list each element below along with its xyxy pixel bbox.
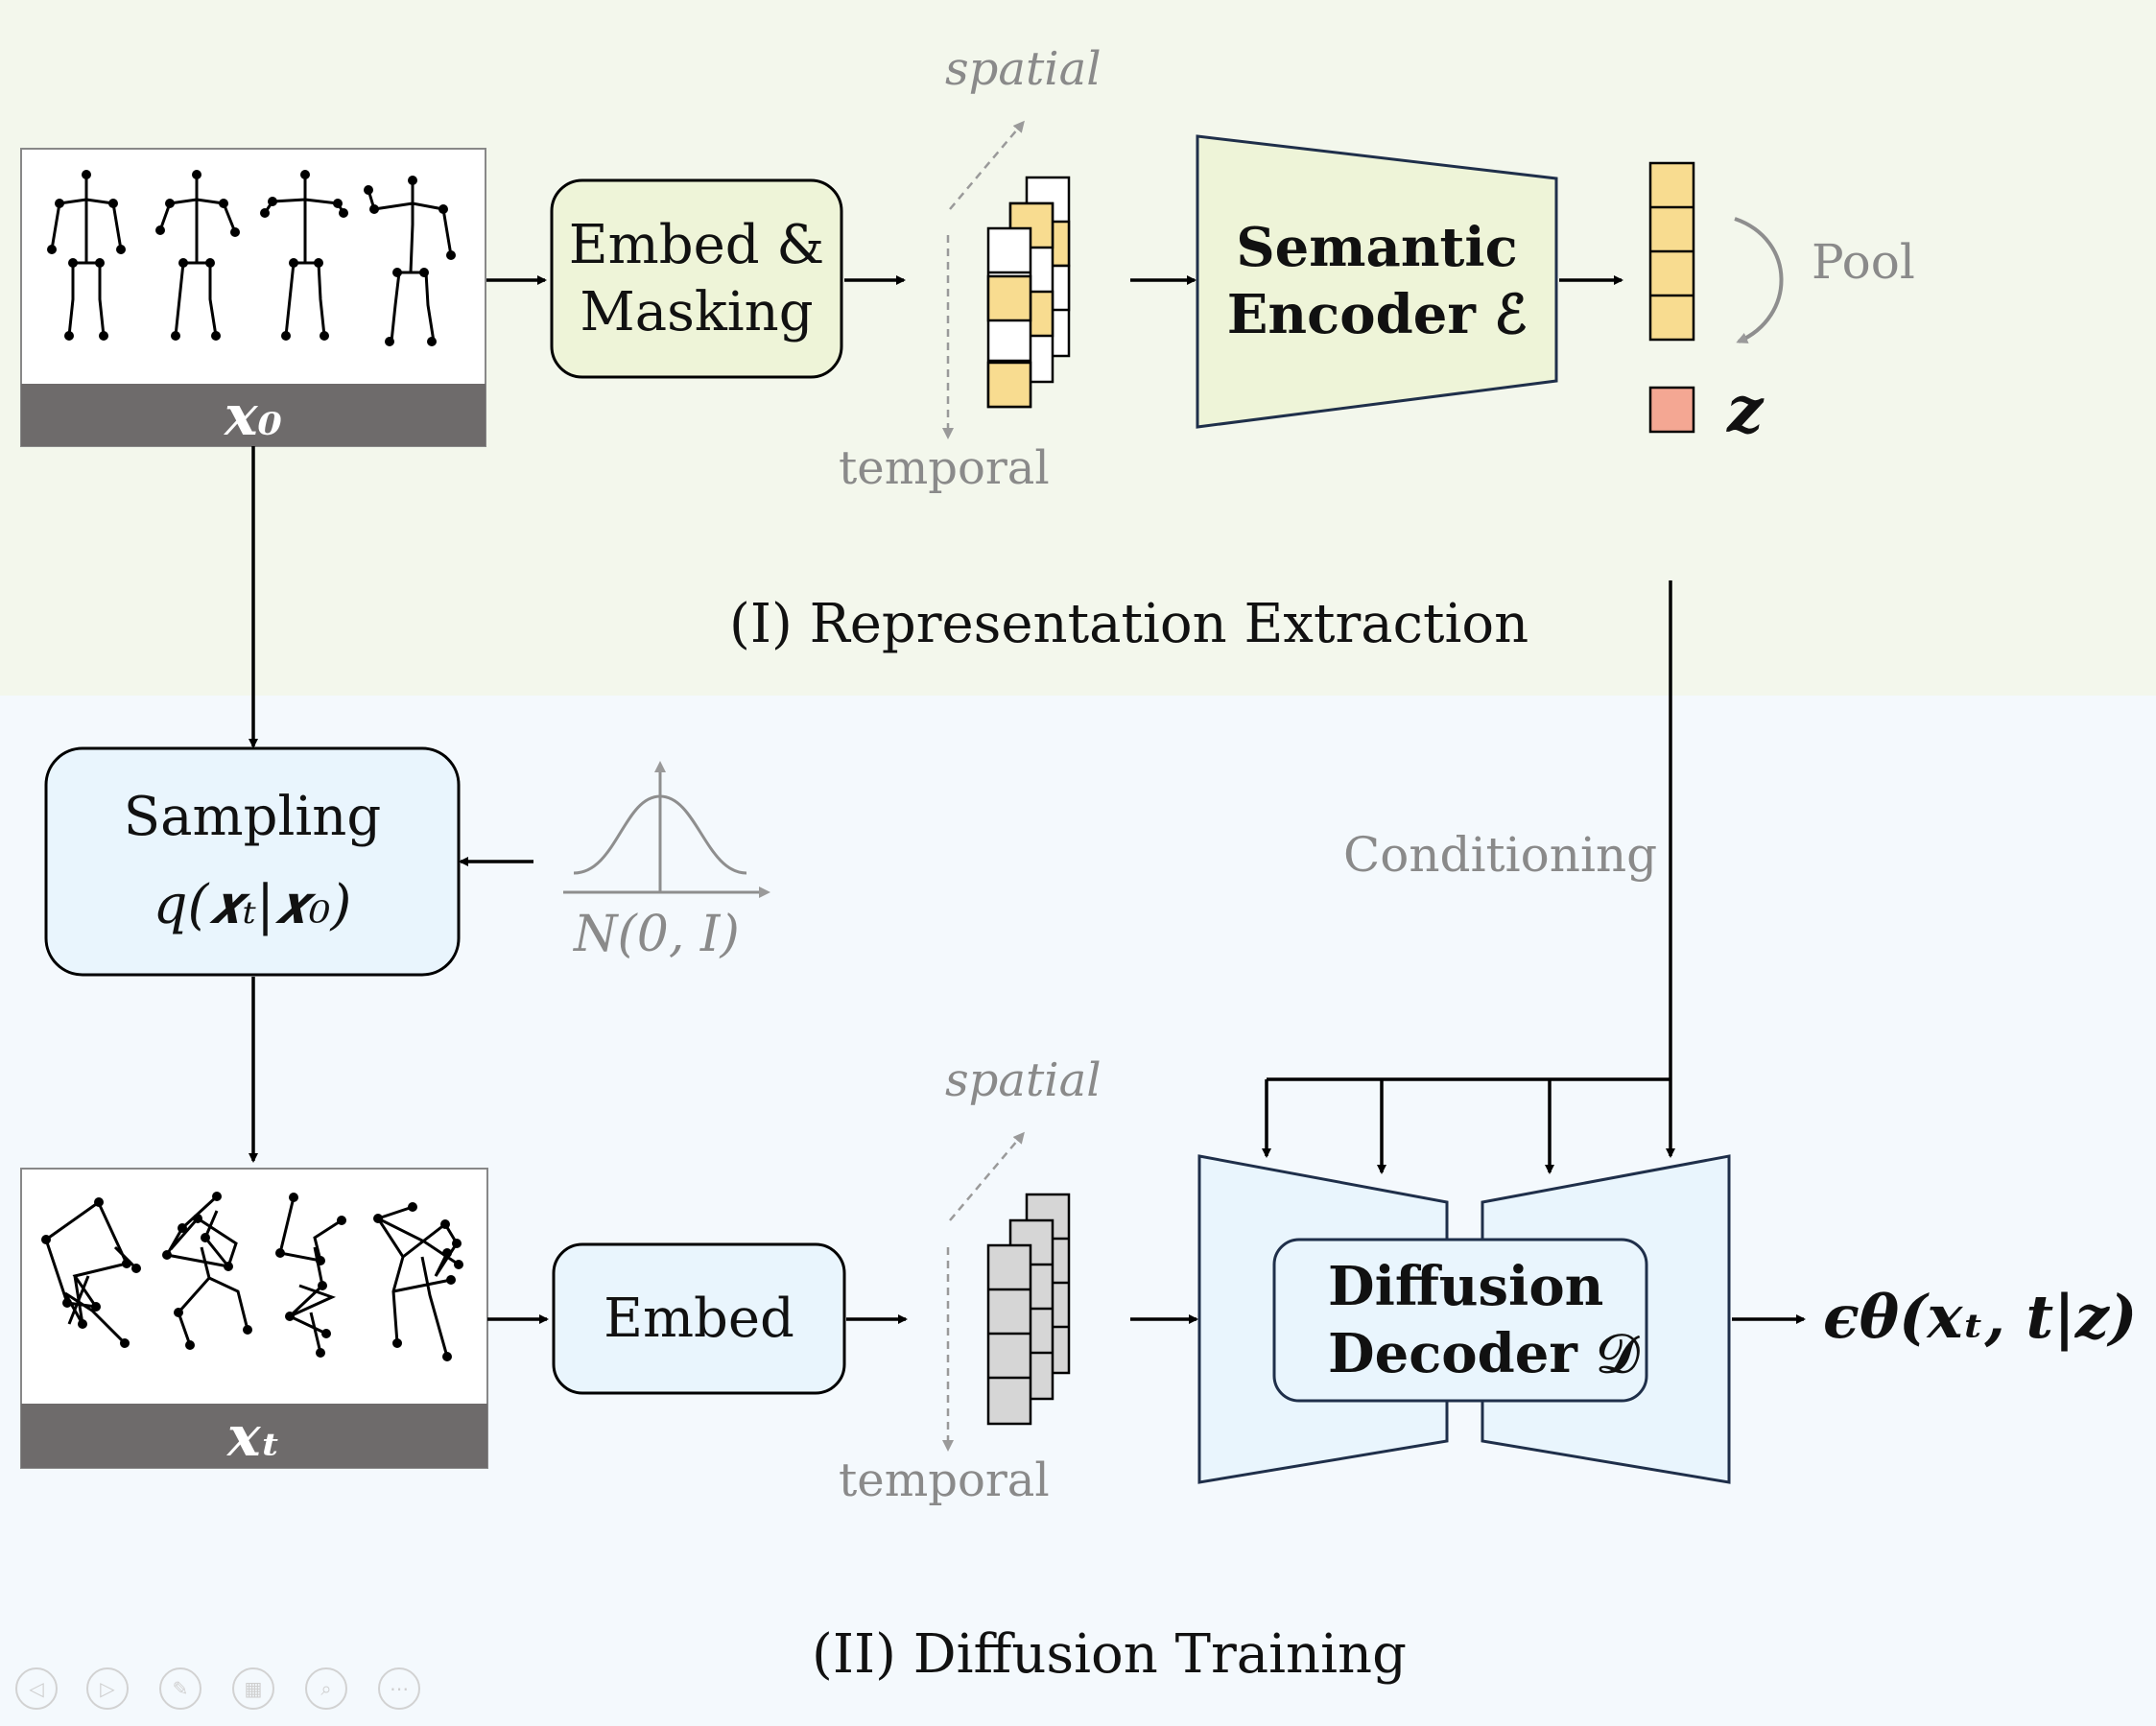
token-stack-masked [986,176,1071,409]
noise-label: N(0, I) [574,906,740,963]
sampling-formula: q(𝒙ₜ|𝒙₀) [153,874,352,936]
input-xt-label: 𝒙ₜ [21,1404,487,1469]
axis-temporal-label-1: temporal [839,441,1050,495]
embed-masking-label: Embed & Masking [552,180,841,377]
more-icon[interactable]: ⋯ [378,1667,420,1710]
prev-icon[interactable]: ◁ [15,1667,58,1710]
sampling-box [44,746,461,977]
zoom-icon[interactable]: ⌕ [305,1667,347,1710]
diffusion-decoder-label: Diffusion Decoder 𝒟 [1274,1240,1647,1401]
skeleton-sequence-clean [50,175,453,343]
axis-temporal-label-2: temporal [839,1454,1050,1507]
decoder-line2: Decoder 𝒟 [1328,1322,1640,1385]
arrows-stage1 [249,275,1623,1163]
input-x0-label: 𝒙₀ [21,383,486,448]
pool-arrow [1734,217,1784,343]
axis-spatial-label-1: spatial [945,42,1102,96]
z-label: 𝒛 [1727,372,1764,447]
skeleton-joints-noisy [41,1192,463,1361]
embed-masking-line2: Masking [580,280,814,343]
axis-spatial-label-2: spatial [945,1053,1102,1107]
stage2-title: (II) Diffusion Training [812,1623,1407,1686]
token-stack-noisy [986,1193,1071,1426]
embed-masking-box [550,178,843,379]
conditioning-arrows [1262,580,1675,1174]
gaussian-plot [563,761,770,898]
conditioning-label: Conditioning [1343,827,1658,883]
output-label: ϵθ(𝒙ₜ, t|𝒛) [1823,1282,2138,1352]
encoder-line2: Encoder ℰ [1226,282,1528,346]
embed-label: Embed [604,1288,794,1350]
axes-stage1 [942,120,1025,439]
pen-icon[interactable]: ✎ [159,1667,201,1710]
pool-label: Pool [1812,234,1915,290]
embed-box [552,1242,846,1395]
semantic-encoder-block [1196,134,1558,429]
embed-masking-line1: Embed & [568,213,825,276]
axes-stage2 [942,1131,1025,1452]
encoder-output-tokens [1648,161,1695,434]
stage1-title: (I) Representation Extraction [729,593,1529,655]
sampling-label: Sampling q(𝒙ₜ|𝒙₀) [46,748,459,975]
semantic-encoder-label: Semantic Encoder ℰ [1197,197,1556,365]
diffusion-decoder-block [1197,1154,1731,1484]
decoder-line1: Diffusion [1328,1255,1604,1318]
grid-icon[interactable]: ▦ [232,1667,274,1710]
encoder-line1: Semantic [1236,215,1518,279]
play-icon[interactable]: ▷ [86,1667,129,1710]
skeleton-joints-clean [47,170,456,346]
sampling-line1: Sampling [123,786,382,848]
